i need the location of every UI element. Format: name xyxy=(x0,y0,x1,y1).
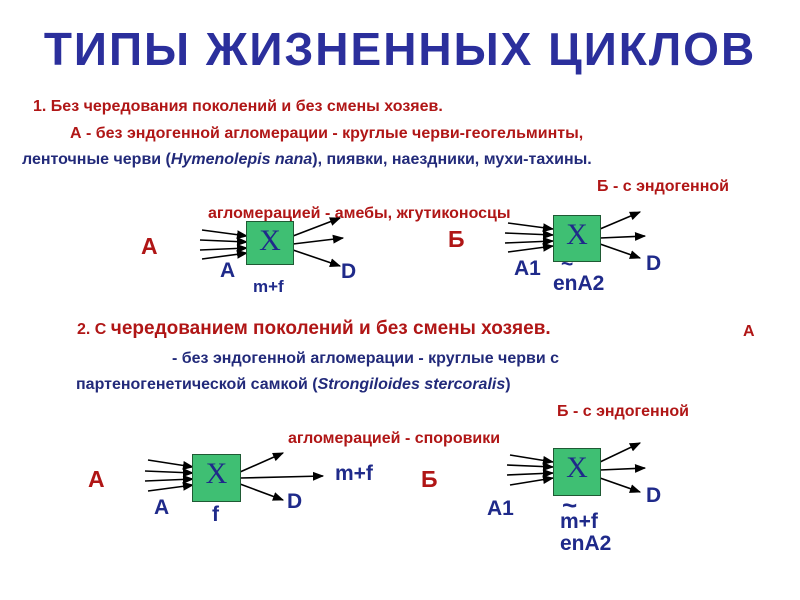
s2a-below-label: f xyxy=(212,503,219,526)
s1b-out-arrow-3 xyxy=(599,243,642,259)
s2a-in-arrow-4 xyxy=(147,481,195,492)
s2b-out-arrow-1 xyxy=(599,442,642,463)
s1a-letter: А xyxy=(141,233,158,259)
s1b-out-arrow-2 xyxy=(599,231,647,241)
section1-a-line2-species: Hymenolepis nana xyxy=(170,151,313,168)
section2-a-line2: партеногенетической самкой (Strongiloide… xyxy=(76,376,511,394)
s1a-below-label: m+f xyxy=(253,277,284,296)
section1-b-line1: Б - с эндогенной xyxy=(597,178,729,195)
s1b-input-label: A1 xyxy=(514,257,541,280)
s1a-input-label: A xyxy=(220,259,236,282)
s1a-output-label: D xyxy=(341,260,357,283)
s1b-in-arrow-2 xyxy=(504,230,555,240)
section2-heading: 2. С чередованием поколений и без смены … xyxy=(77,318,551,340)
s1b-tilde: ~ xyxy=(561,253,574,276)
s2b-tilde: ~ xyxy=(562,490,578,520)
s2a-in-arrow-3 xyxy=(144,474,195,484)
s2a-x-label: X xyxy=(205,457,228,490)
s1b-in-arrow-1 xyxy=(507,222,555,233)
section2-b-line2: агломерацией - споровики xyxy=(288,430,501,447)
section1-b-line2: агломерацией - амебы, жгутиконосцы xyxy=(208,205,511,222)
s1b-in-arrow-3 xyxy=(504,236,555,246)
s2b-x-box: X xyxy=(553,448,601,496)
s2a-out-arrow-3 xyxy=(239,483,285,501)
section1-a-line2-post: ), пиявки, наездники, мухи-тахины. xyxy=(312,151,592,168)
s1a-out-arrow-2 xyxy=(292,234,345,245)
s2a-out-arrow-2 xyxy=(239,471,325,481)
s1b-below-label: enA2 xyxy=(553,272,605,295)
s1b-x-label: X xyxy=(566,218,588,251)
section2-heading-rest: чередованием поколений и без смены хозяе… xyxy=(110,318,551,339)
s2a-in-arrow-2 xyxy=(144,468,195,478)
s2b-x-label: X xyxy=(566,451,588,484)
s2b-below-label-2: enA2 xyxy=(560,532,612,555)
s2b-output-label: D xyxy=(646,484,662,507)
s1b-letter: Б xyxy=(448,226,465,252)
s2b-letter: Б xyxy=(421,466,438,492)
s1b-in-arrow-4 xyxy=(507,242,555,253)
s2b-below-label-1: m+f xyxy=(560,510,598,533)
section2-a-line2-post: ) xyxy=(505,376,511,393)
section2-a-line2-pre: партеногенетической самкой ( xyxy=(76,376,318,393)
s2a-out-arrow-1 xyxy=(239,452,285,473)
section2-a-line2-species: Strongiloides stercoralis xyxy=(317,376,506,393)
s2a-input-label: A xyxy=(154,496,170,519)
s1a-out-arrow-1 xyxy=(292,217,342,237)
s1b-out-arrow-1 xyxy=(599,211,642,230)
section2-heading-num: 2. С xyxy=(77,321,111,338)
s2b-out-arrow-2 xyxy=(599,463,647,473)
section1-heading: 1. Без чередования поколений и без смены… xyxy=(33,98,443,115)
s2b-in-arrow-4 xyxy=(509,475,555,486)
s1a-in-arrow-3 xyxy=(199,243,249,253)
section2-a-line1: - без эндогенной агломерации - круглые ч… xyxy=(172,350,560,367)
s1b-x-box: X xyxy=(553,215,601,262)
section1-a-line1: А - без эндогенной агломерации - круглые… xyxy=(70,125,584,142)
s2a-in-arrow-1 xyxy=(147,459,195,470)
s2a-letter: А xyxy=(88,466,105,492)
s2b-in-arrow-2 xyxy=(506,462,555,472)
section1-a-line2-pre: ленточные черви ( xyxy=(22,151,171,168)
section1-a-line2: ленточные черви (Hymenolepis nana), пияв… xyxy=(22,151,592,169)
page-title: ТИПЫ ЖИЗНЕННЫХ ЦИКЛОВ xyxy=(43,23,757,75)
s1a-in-arrow-1 xyxy=(201,229,249,240)
s1a-x-box: X xyxy=(246,221,294,265)
s1a-in-arrow-4 xyxy=(201,249,249,260)
s2b-out-arrow-3 xyxy=(599,477,642,493)
s1a-out-arrow-3 xyxy=(292,249,342,267)
s2b-in-arrow-1 xyxy=(509,454,555,465)
s2a-extra-label: m+f xyxy=(335,462,373,485)
section2-b-line1: Б - с эндогенной xyxy=(557,403,689,420)
s1b-output-label: D xyxy=(646,252,662,275)
s2a-x-box: X xyxy=(192,454,241,502)
s1a-x-label: X xyxy=(259,224,281,257)
s2b-input-label: A1 xyxy=(487,497,514,520)
s2b-in-arrow-3 xyxy=(506,468,555,478)
section2-a-letter: А xyxy=(743,323,755,340)
s2a-output-label: D xyxy=(287,490,303,513)
s1a-in-arrow-2 xyxy=(199,237,249,247)
